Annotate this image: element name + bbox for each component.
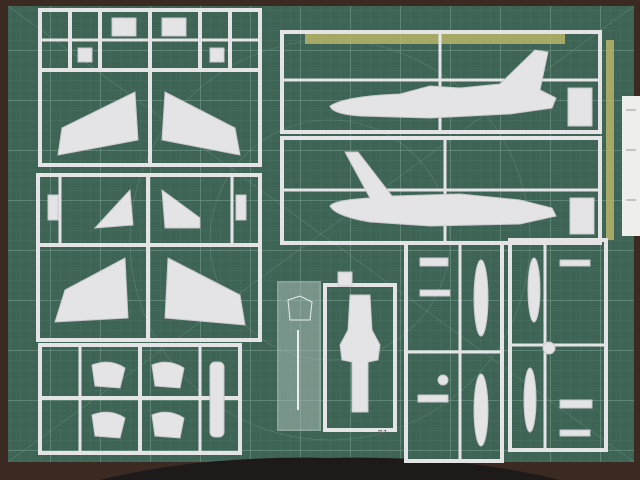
drop-tank-1 bbox=[473, 259, 489, 337]
drop-tank-2 bbox=[473, 373, 489, 447]
masking-tape bbox=[305, 34, 565, 44]
wing-part-right bbox=[161, 91, 241, 156]
tailplane-right bbox=[161, 188, 201, 229]
sprue-top-left bbox=[38, 8, 262, 167]
fuselage-underside-part bbox=[339, 294, 381, 413]
sprue-top-left-parts bbox=[57, 17, 241, 156]
drop-tank-4 bbox=[523, 367, 537, 433]
dark-object-bottom bbox=[100, 457, 560, 480]
lower-wing-left bbox=[54, 257, 129, 323]
small-part-rack bbox=[567, 87, 593, 127]
sprue-bottom-right-parts bbox=[417, 257, 593, 447]
tailplane-left bbox=[93, 188, 134, 229]
wing-part-left bbox=[57, 91, 139, 156]
small-part-rack-2 bbox=[569, 197, 595, 235]
lower-wing-right bbox=[164, 257, 246, 326]
masking-tape-vertical bbox=[606, 40, 614, 240]
fuselage-half-bottom bbox=[329, 151, 557, 227]
sprue-centre bbox=[323, 283, 397, 432]
drop-tank-3 bbox=[527, 257, 541, 323]
sprue-middle-left-parts bbox=[47, 188, 247, 326]
sprue-bottom-left bbox=[38, 343, 242, 455]
sprue-middle-left bbox=[36, 173, 262, 342]
sprue-bottom-right bbox=[404, 238, 608, 463]
sprue-bottom-left-parts bbox=[91, 361, 225, 439]
instruction-sheet bbox=[622, 96, 640, 236]
sprue-label-b1: B1 bbox=[378, 429, 388, 438]
clear-sprue bbox=[277, 281, 321, 431]
fuselage-half-top bbox=[329, 49, 557, 119]
